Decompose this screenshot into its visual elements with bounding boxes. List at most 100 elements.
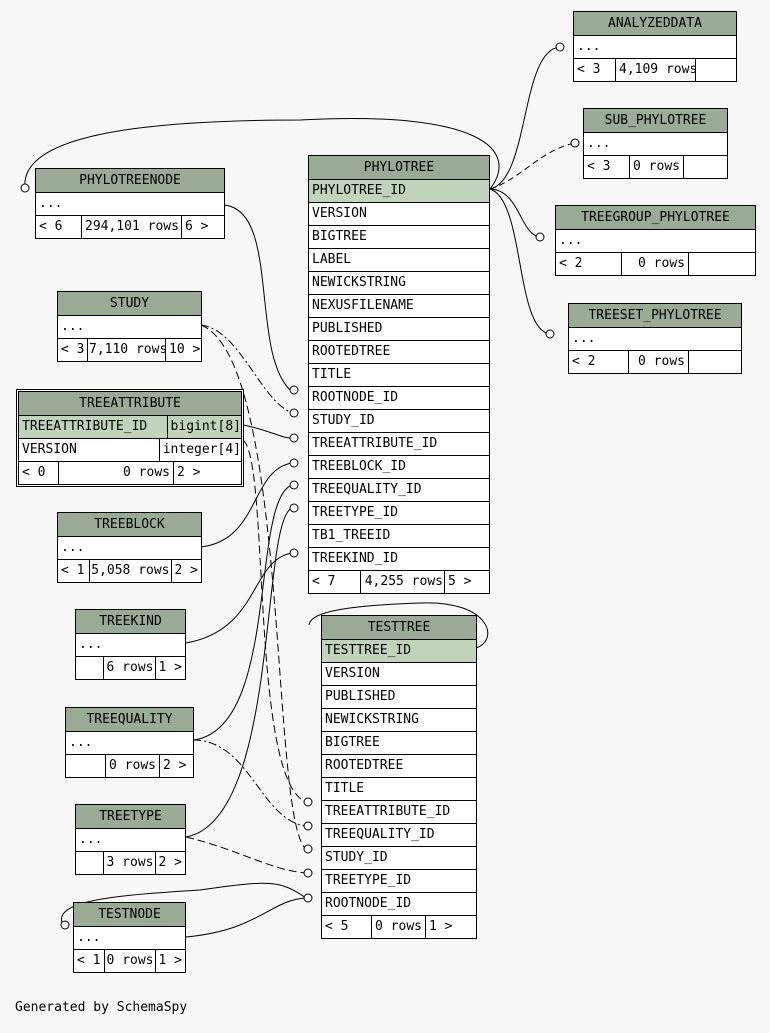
table-row: ... bbox=[556, 230, 755, 253]
table-row: PHYLOTREE_ID bbox=[309, 180, 489, 203]
table-row: VERSION integer[4] bbox=[19, 439, 241, 462]
table-testtree[interactable]: TESTTREE TESTTREE_ID VERSION PUBLISHED N… bbox=[321, 615, 477, 939]
table-title[interactable]: TREETYPE bbox=[76, 805, 185, 829]
table-row: ... bbox=[574, 36, 736, 59]
row-count: 6 rows bbox=[104, 657, 156, 679]
parents-count: 1 > bbox=[429, 919, 453, 934]
parents-count: 2 > bbox=[163, 758, 187, 773]
edge-treeblock bbox=[200, 462, 293, 548]
parents-count: 2 > bbox=[174, 563, 198, 578]
table-treekind[interactable]: TREEKIND ... 6 rows 1 > bbox=[75, 609, 186, 680]
table-treetype[interactable]: TREETYPE ... 3 rows 2 > bbox=[75, 804, 186, 875]
children-count: < 0 bbox=[19, 462, 59, 484]
row-count: 0 rows bbox=[105, 950, 156, 972]
table-footer: < 2 0 rows bbox=[569, 351, 741, 373]
row-count: 0 rows bbox=[622, 253, 689, 275]
table-row: ROOTNODE_ID bbox=[309, 387, 489, 410]
parents-count: 10 > bbox=[169, 342, 201, 357]
edge-treekind bbox=[185, 552, 293, 644]
edge-phylotree-phylotreenode-loop bbox=[24, 117, 500, 190]
edge-study bbox=[200, 324, 293, 414]
parents-count bbox=[684, 156, 690, 178]
children-count bbox=[76, 657, 104, 679]
parents-count: 5 > bbox=[448, 574, 472, 589]
table-treeblock[interactable]: TREEBLOCK ... < 1 5,058 rows 2 > bbox=[57, 512, 202, 583]
edge-tt-study bbox=[200, 324, 307, 850]
children-count: < 1 bbox=[58, 560, 90, 582]
edge-tt-treetype bbox=[185, 836, 307, 874]
table-row: ... bbox=[74, 927, 185, 950]
table-footer: 6 rows 1 > bbox=[76, 657, 185, 679]
table-title[interactable]: TREEGROUP_PHYLOTREE bbox=[556, 206, 755, 230]
column-name: TREEATTRIBUTE_ID bbox=[19, 416, 168, 438]
table-row: TREEBLOCK_ID bbox=[309, 456, 489, 479]
table-testnode[interactable]: TESTNODE ... < 1 0 rows 1 > bbox=[73, 902, 186, 973]
column-name: VERSION bbox=[19, 439, 160, 461]
table-row: TREEKIND_ID bbox=[309, 548, 489, 571]
table-row: ROOTEDTREE bbox=[309, 341, 489, 364]
table-analyzeddata[interactable]: ANALYZEDDATA ... < 3 4,109 rows bbox=[573, 11, 737, 82]
table-footer: 3 rows 2 > bbox=[76, 852, 185, 874]
parents-count: 1 > bbox=[158, 953, 182, 968]
parents-count: 6 > bbox=[185, 219, 209, 234]
table-row: NEWICKSTRING bbox=[322, 709, 476, 732]
table-row: ROOTNODE_ID bbox=[322, 893, 476, 916]
table-title[interactable]: TREEATTRIBUTE bbox=[19, 392, 241, 416]
table-title[interactable]: PHYLOTREE bbox=[309, 156, 489, 180]
table-title[interactable]: TESTTREE bbox=[322, 616, 476, 640]
table-footer: < 0 0 rows 2 > bbox=[19, 462, 241, 484]
table-study[interactable]: STUDY ... < 3 7,110 rows 10 > bbox=[57, 291, 202, 362]
parents-count: 1 > bbox=[158, 660, 182, 675]
table-title[interactable]: TREEQUALITY bbox=[66, 708, 193, 732]
table-row: PUBLISHED bbox=[322, 686, 476, 709]
edge-treeattribute bbox=[242, 424, 293, 439]
table-row: LABEL bbox=[309, 249, 489, 272]
table-row: TITLE bbox=[309, 364, 489, 387]
table-row: ... bbox=[58, 316, 201, 339]
table-row: TREEATTRIBUTE_ID bbox=[322, 801, 476, 824]
table-footer: < 6 294,101 rows 6 > bbox=[36, 216, 224, 238]
column-type: bigint[8] bbox=[170, 419, 241, 434]
edge-treegroup-phylotree bbox=[489, 188, 541, 238]
table-title[interactable]: SUB_PHYLOTREE bbox=[584, 109, 727, 133]
row-count: 0 rows bbox=[630, 156, 684, 178]
edge-tt-treequality bbox=[192, 739, 307, 827]
table-title[interactable]: TESTNODE bbox=[74, 903, 185, 927]
edge-testnode-loop bbox=[60, 882, 307, 926]
parents-count bbox=[696, 59, 702, 81]
table-title[interactable]: ANALYZEDDATA bbox=[574, 12, 736, 36]
row-count: 0 rows bbox=[629, 351, 689, 373]
table-treequality[interactable]: TREEQUALITY ... 0 rows 2 > bbox=[65, 707, 194, 778]
edge-treetype bbox=[185, 507, 293, 838]
table-row: NEXUSFILENAME bbox=[309, 295, 489, 318]
row-count: 0 rows bbox=[372, 916, 426, 938]
table-row: PUBLISHED bbox=[309, 318, 489, 341]
table-row: TREETYPE_ID bbox=[309, 502, 489, 525]
table-title[interactable]: TREEKIND bbox=[76, 610, 185, 634]
children-count: < 3 bbox=[574, 59, 616, 81]
edge-tt-treeattribute bbox=[242, 439, 307, 803]
table-footer: < 1 5,058 rows 2 > bbox=[58, 560, 201, 582]
table-sub-phylotree[interactable]: SUB_PHYLOTREE ... < 3 0 rows bbox=[583, 108, 728, 179]
table-title[interactable]: TREEBLOCK bbox=[58, 513, 201, 537]
children-count bbox=[76, 852, 104, 874]
table-phylotree[interactable]: PHYLOTREE PHYLOTREE_ID VERSION BIGTREE L… bbox=[308, 155, 490, 594]
table-treeattribute[interactable]: TREEATTRIBUTE TREEATTRIBUTE_ID bigint[8]… bbox=[16, 389, 244, 487]
table-row: VERSION bbox=[322, 663, 476, 686]
edge-testtree-self bbox=[308, 602, 489, 649]
edge-rootnode bbox=[223, 204, 291, 391]
table-treeset-phylotree[interactable]: TREESET_PHYLOTREE ... < 2 0 rows bbox=[568, 303, 742, 374]
table-treegroup-phylotree[interactable]: TREEGROUP_PHYLOTREE ... < 2 0 rows bbox=[555, 205, 756, 276]
table-footer: < 2 0 rows bbox=[556, 253, 755, 275]
table-title[interactable]: STUDY bbox=[58, 292, 201, 316]
table-footer: < 5 0 rows 1 > bbox=[322, 916, 476, 938]
row-count: 3 rows bbox=[104, 852, 156, 874]
table-title[interactable]: TREESET_PHYLOTREE bbox=[569, 304, 741, 328]
table-phylotreenode[interactable]: PHYLOTREENODE ... < 6 294,101 rows 6 > bbox=[35, 168, 225, 239]
table-row: TREEQUALITY_ID bbox=[309, 479, 489, 502]
table-title[interactable]: PHYLOTREENODE bbox=[36, 169, 224, 193]
edge-end-markers bbox=[20, 42, 580, 930]
row-count: 4,255 rows bbox=[361, 571, 445, 593]
table-row: ... bbox=[36, 193, 224, 216]
